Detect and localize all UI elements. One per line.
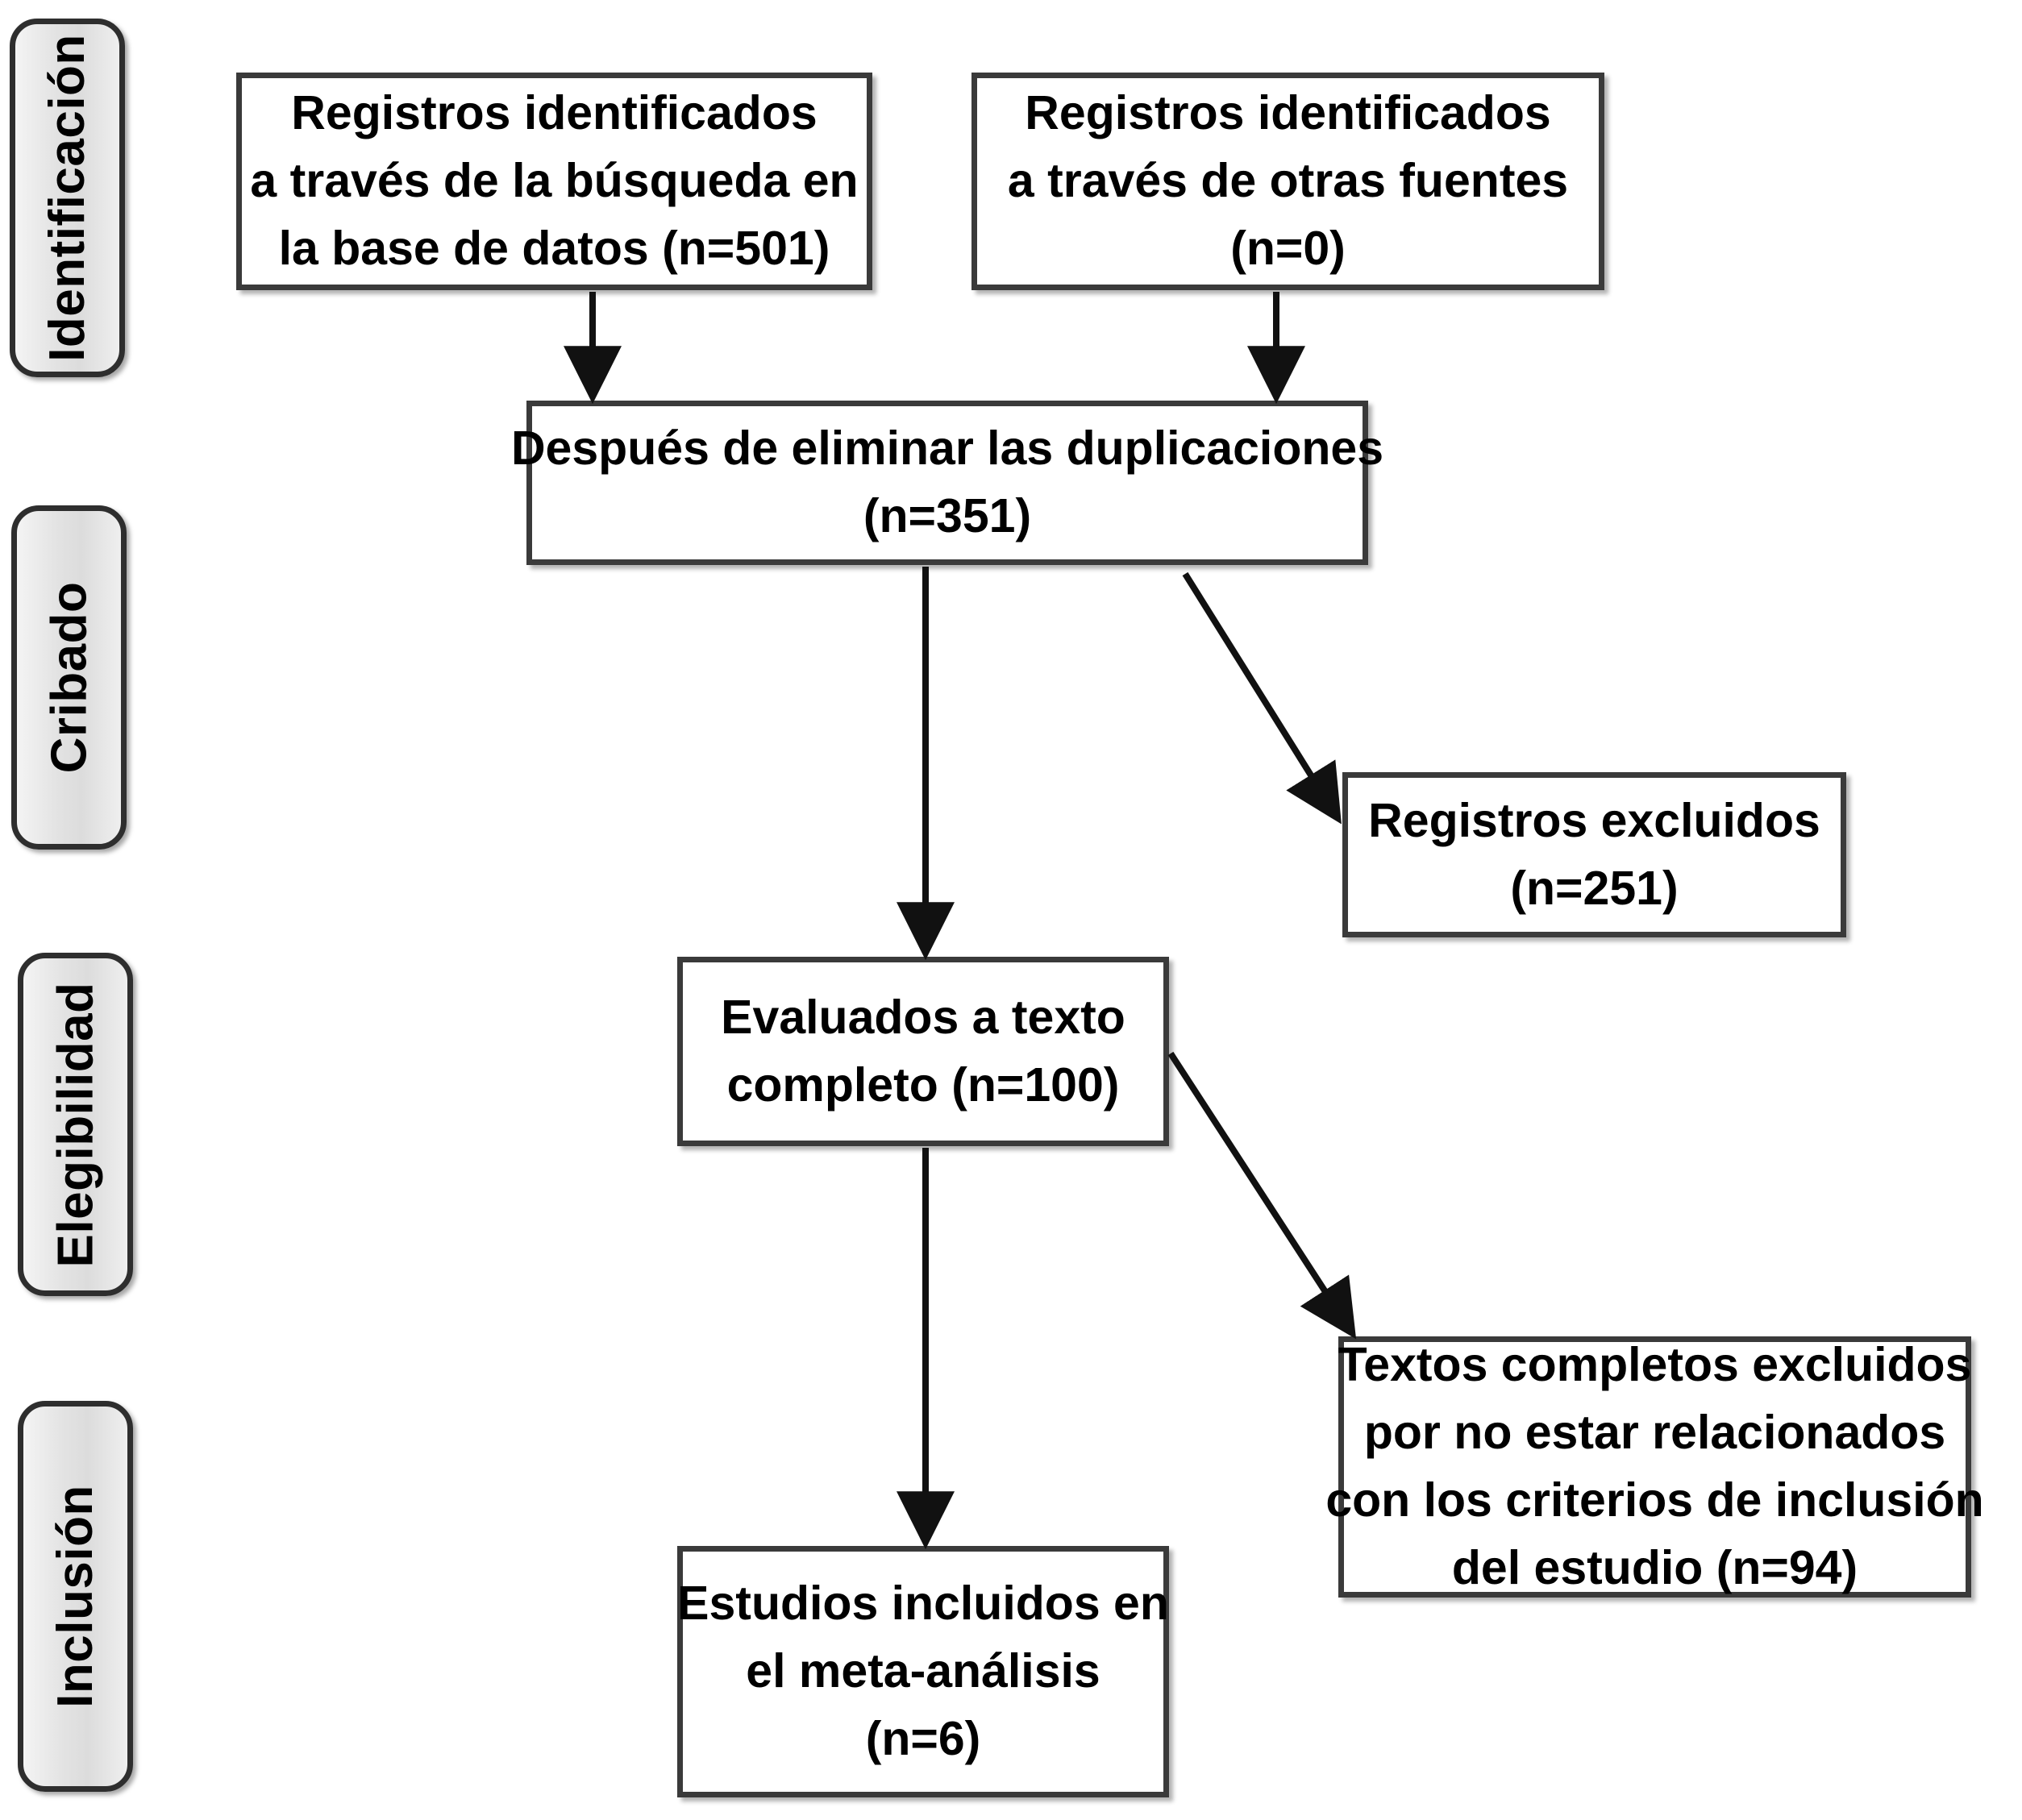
box-line: Registros identificados bbox=[1025, 86, 1551, 140]
box-records-identified-database: Registros identificados a través de la b… bbox=[236, 73, 872, 290]
stage-tab-elegibilidad: Elegibilidad bbox=[18, 953, 133, 1296]
box-line: Textos completos excluidos bbox=[1338, 1338, 1972, 1392]
box-full-text-articles-assessed: Evaluados a texto completo (n=100) bbox=[677, 957, 1169, 1146]
box-line: Registros excluidos bbox=[1368, 793, 1820, 847]
box-full-text-articles-excluded: Textos completos excluidos por no estar … bbox=[1325, 1336, 1984, 1598]
stage-tab-cribado: Cribado bbox=[11, 505, 127, 850]
box-line: a través de otras fuentes bbox=[1007, 154, 1569, 208]
stage-tab-inclusion: Inclusión bbox=[18, 1401, 133, 1792]
stage-label-identificacion: Identificación bbox=[40, 34, 96, 362]
connector-duplicates-to-excluded bbox=[1182, 571, 1342, 825]
stage-label-cribado: Cribado bbox=[41, 581, 98, 774]
box-studies-included-meta-analysis: Estudios incluidos en el meta-análisis (… bbox=[677, 1546, 1169, 1797]
box-line: la base de datos (n=501) bbox=[278, 221, 830, 275]
box-line: a través de la búsqueda en bbox=[250, 154, 859, 208]
box-line: (n=6) bbox=[865, 1711, 981, 1765]
stage-label-elegibilidad: Elegibilidad bbox=[48, 982, 103, 1267]
box-line: (n=351) bbox=[863, 489, 1032, 542]
box-line: Después de eliminar las duplicaciones bbox=[510, 422, 1384, 476]
stage-label-inclusion: Inclusión bbox=[48, 1485, 104, 1708]
box-line: del estudio (n=94) bbox=[1451, 1540, 1858, 1594]
box-records-identified-other-sources: Registros identificados a través de otra… bbox=[971, 73, 1604, 290]
stage-tab-identificacion: Identificación bbox=[10, 19, 125, 377]
box-records-excluded: Registros excluidos (n=251) bbox=[1342, 772, 1846, 937]
box-line: (n=251) bbox=[1510, 861, 1679, 915]
box-line: el meta-análisis bbox=[746, 1644, 1100, 1698]
box-records-after-duplicates-removed: Después de eliminar las duplicaciones (n… bbox=[511, 401, 1383, 565]
connector-assessed-to-texts-excluded bbox=[1167, 1051, 1357, 1340]
box-line: Estudios incluidos en bbox=[677, 1577, 1169, 1631]
box-line: completo (n=100) bbox=[726, 1058, 1120, 1112]
box-line: por no estar relacionados bbox=[1363, 1406, 1946, 1460]
box-line: con los criterios de inclusión bbox=[1325, 1473, 1984, 1527]
box-line: Registros identificados bbox=[291, 86, 818, 140]
box-line: Evaluados a texto bbox=[721, 990, 1125, 1044]
box-line: (n=0) bbox=[1230, 221, 1346, 275]
